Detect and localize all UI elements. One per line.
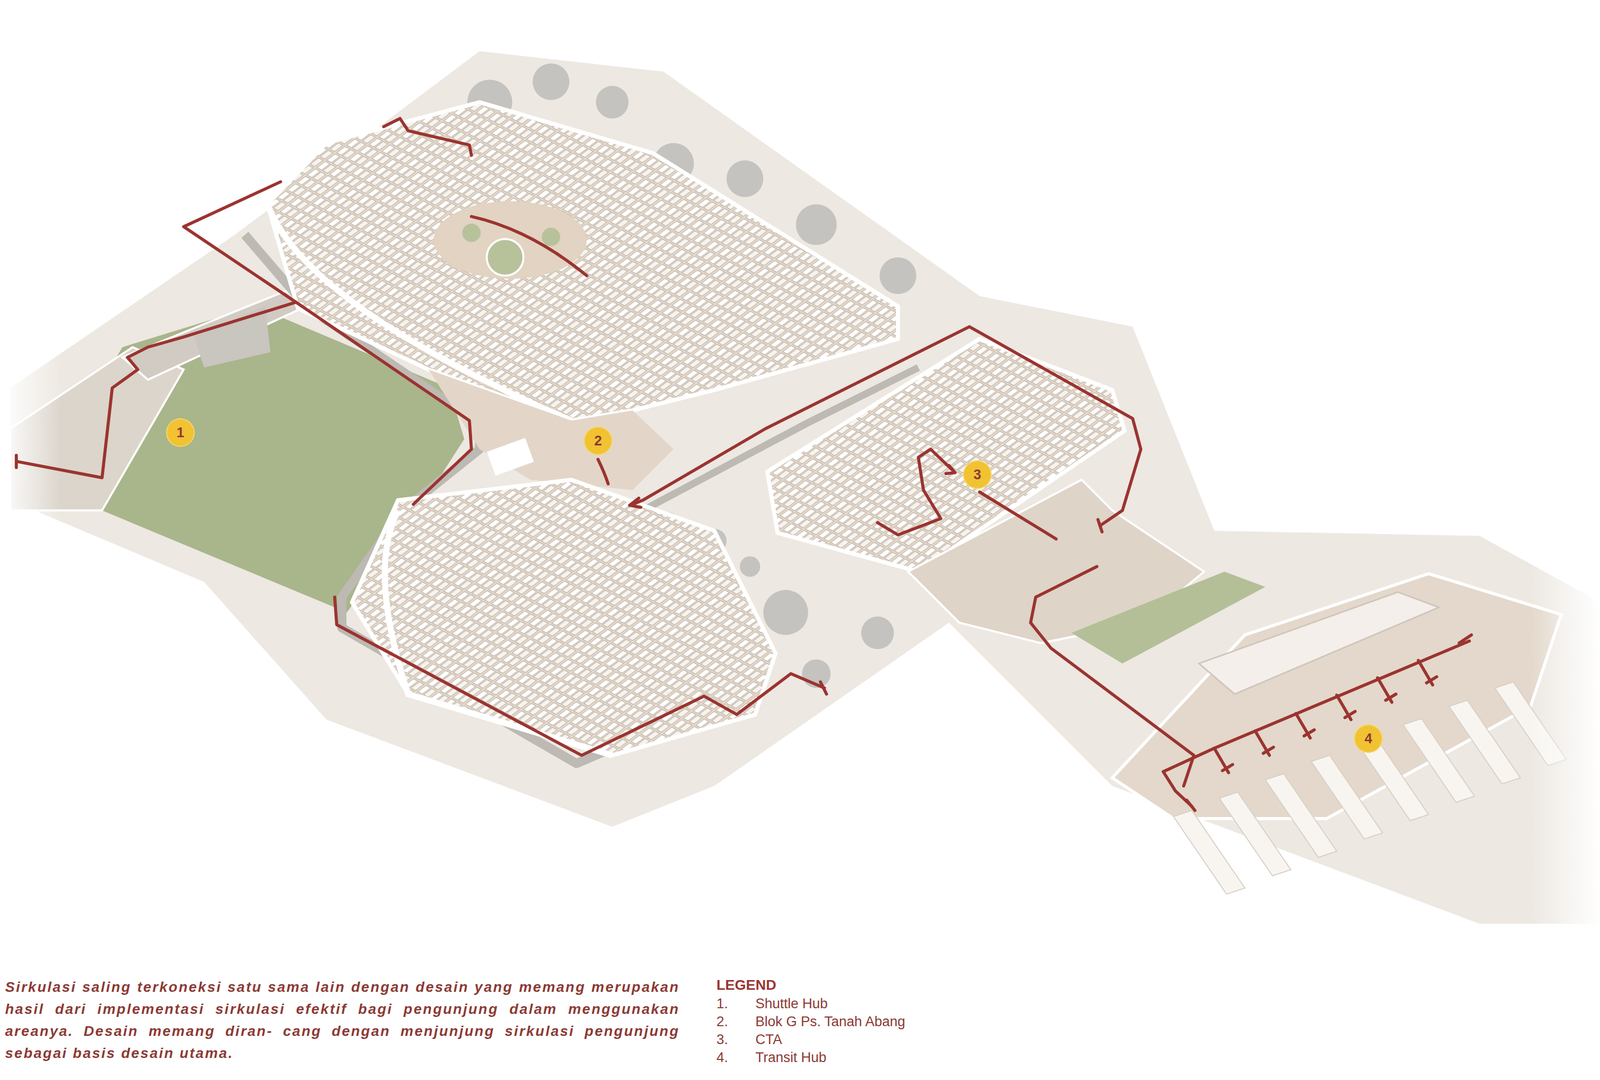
tree [795,203,837,245]
legend-text: Blok G Ps. Tanah Abang [755,1012,906,1031]
tree [860,616,894,650]
tree [726,160,764,198]
callout-number: 3 [973,467,981,482]
legend-number: 1. [716,994,729,1013]
bus-bay [1448,700,1521,784]
tree [596,85,629,119]
bus-bay [1265,773,1337,857]
site-ground [10,51,1600,924]
kiosk [486,437,535,476]
callout-circle: 3 [963,461,991,488]
garden [486,238,524,276]
legend-text: Transit Hub [755,1048,827,1067]
tree [740,556,761,577]
garden [462,223,481,242]
mall-lower-block [352,479,776,756]
mall-facade [384,510,613,756]
circulation-line [471,216,587,276]
legend-heading: LEGEND [716,975,777,994]
bus-bay [1403,718,1475,803]
bus-bays [1173,681,1567,894]
circulation-line [979,491,1056,540]
callout-number: 2 [593,434,602,448]
transit-roof [1199,591,1440,694]
circulation-line [1030,566,1195,786]
callout-circle: 1 [167,419,194,446]
bridge-building [193,306,271,368]
circulation-path [16,118,1472,811]
callout-circle: 2 [584,427,612,455]
mall-upper-block [267,101,898,421]
circulation-line [877,448,954,535]
circulation-line [1163,641,1470,772]
bus-bay [1311,755,1383,839]
edge-fade [1530,550,1600,939]
legend-text: CTA [755,1030,783,1049]
plaza [433,200,587,279]
callout-circle: 4 [1355,725,1382,752]
callout-number: 1 [176,425,184,440]
circulation-line [16,302,297,478]
garden [541,227,561,246]
edge-fade [0,306,61,562]
caption: Sirkulasi saling terkoneksi satu sama la… [5,975,680,1064]
circulation-line [598,459,609,484]
central-court [428,369,674,490]
path-arrow [629,465,955,508]
shuttle-bridge [122,291,306,380]
path-end-ticks [16,455,1196,811]
circulation-line [334,597,825,756]
tree [532,63,570,101]
legend-number: 2. [716,1012,729,1031]
legend-number: 3. [716,1030,729,1049]
circulation-ticks [1214,634,1472,773]
legend-text: Shuttle Hub [755,994,828,1013]
circulation-line [383,118,472,156]
bus-bay [1173,810,1245,894]
tree [879,257,917,295]
callout-number: 4 [1364,731,1372,746]
bus-bay [1219,791,1291,876]
tree [763,589,809,635]
legend-number: 4. [716,1048,729,1067]
circulation-line [630,326,1141,526]
circulation-line [183,181,471,505]
